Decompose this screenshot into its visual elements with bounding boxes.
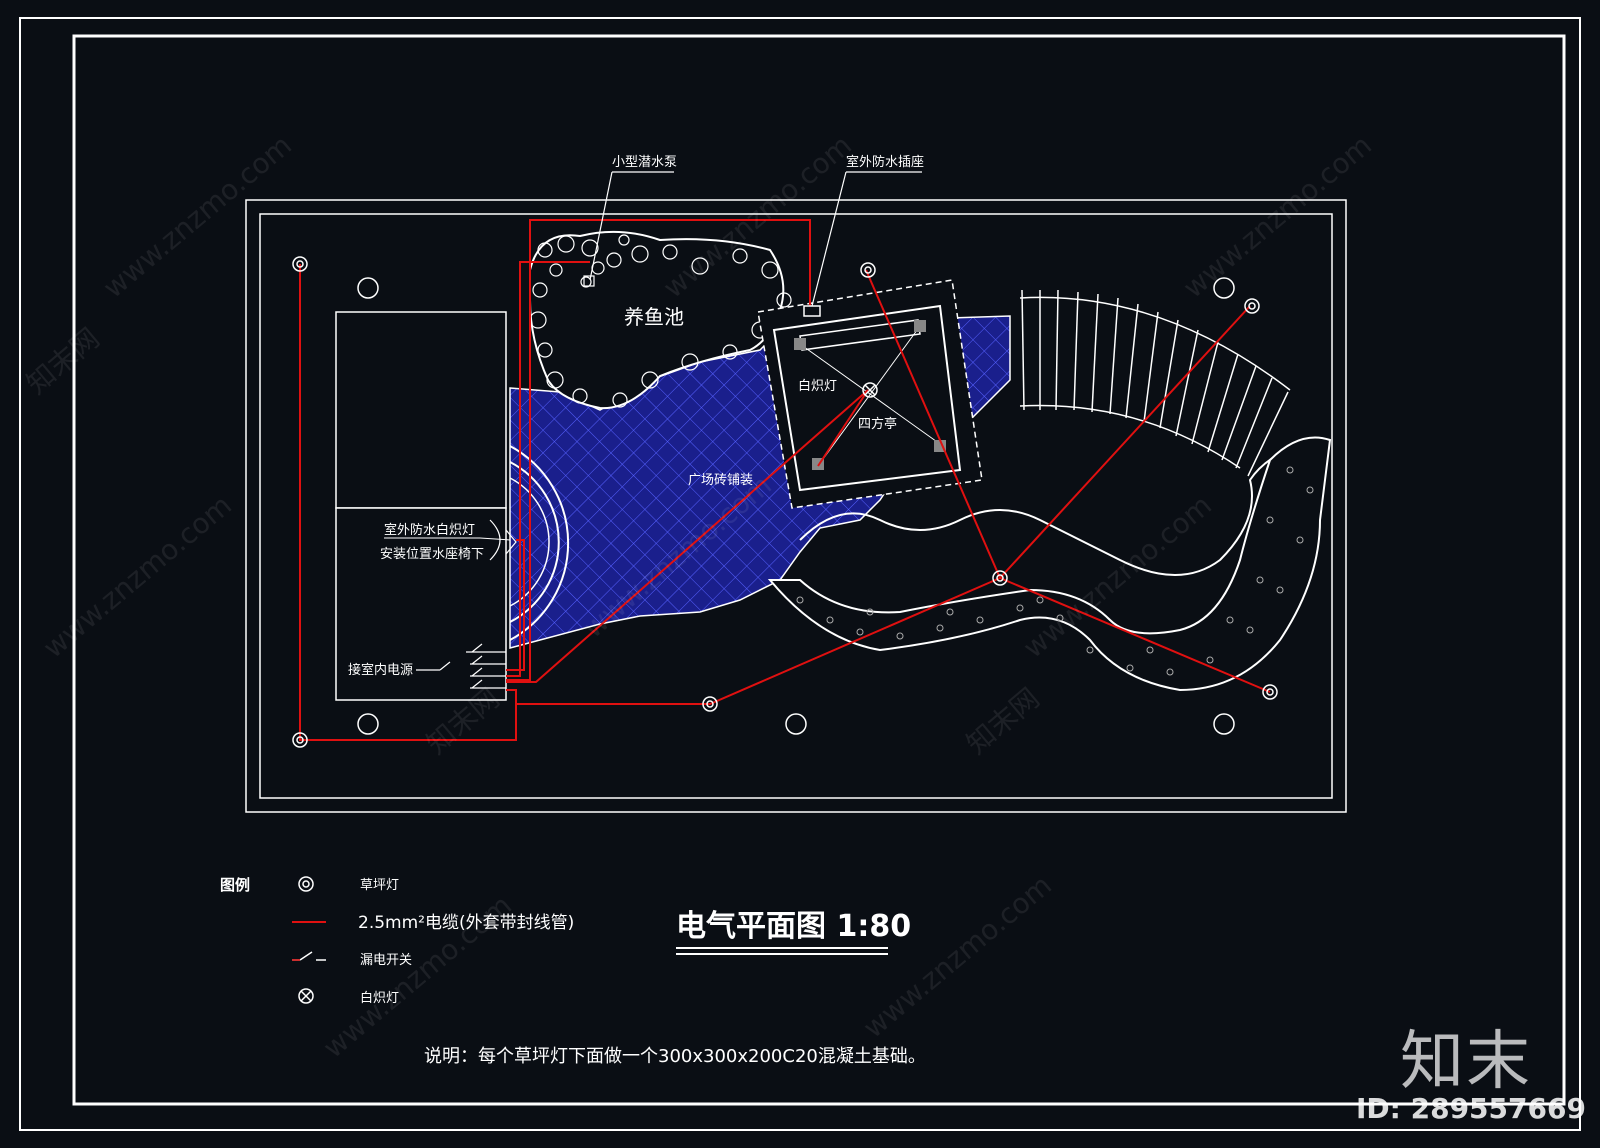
pump-label: 小型潜水泵 — [612, 155, 677, 170]
fish-pond-label: 养鱼池 — [624, 305, 684, 329]
gravel-dots — [796, 466, 1314, 676]
pavilion-column-1 — [794, 338, 806, 350]
plan-border-outer — [245, 199, 1347, 813]
image-id: ID: 289557669 — [1356, 1092, 1586, 1125]
legend-heading: 图例 — [220, 876, 250, 894]
wall-lamp-label-1: 室外防水白炽灯 — [384, 522, 475, 538]
building-upper — [335, 311, 507, 509]
wall-lamp-bracket — [489, 519, 517, 561]
legend-label-incandescent: 白炽灯 — [360, 990, 399, 1006]
lawn-lamp — [292, 256, 308, 272]
plaza-arc-inner — [509, 461, 560, 623]
brand-logo: 知末 — [1400, 1025, 1532, 1099]
lawn-lamp-symbol-icon — [298, 876, 314, 892]
pump-leader — [589, 171, 674, 281]
lawn-lamp — [860, 262, 876, 278]
indoor-power-label: 接室内电源 — [348, 662, 413, 678]
socket-label: 室外防水插座 — [846, 154, 924, 170]
pavilion-diag-b — [817, 325, 921, 467]
outer-frame — [19, 17, 1581, 1131]
note-text: 说明：每个草坪灯下面做一个300x300x200C20混凝土基础。 — [424, 1046, 926, 1067]
legend-label-cable: 2.5mm²电缆(外套带封线管) — [358, 913, 574, 933]
plaza-arc-core — [509, 477, 550, 607]
breaker-switch-symbol-icon — [292, 951, 326, 961]
incandescent-lamp-symbol-icon — [298, 988, 314, 1004]
drawing-title: 电气平面图 1:80 — [676, 909, 911, 944]
pump-symbol — [583, 275, 595, 287]
pond-rocks — [529, 234, 792, 408]
lawn-lamp — [1262, 684, 1278, 700]
lawn-lamps — [292, 256, 1278, 748]
breaker-switch-group — [416, 643, 506, 689]
planting-circles — [357, 277, 1235, 735]
pergola — [1019, 289, 1291, 477]
legend-label-breaker: 漏电开关 — [360, 952, 412, 968]
title-underline — [676, 947, 888, 955]
plan-border-inner — [259, 213, 1333, 799]
lawn-lamp — [992, 570, 1008, 586]
plaza-label: 广场砖铺装 — [688, 473, 753, 488]
wall-lamp-leader — [384, 537, 511, 541]
lawn-edge — [799, 439, 1321, 576]
legend-label-lawn-lamp: 草坪灯 — [360, 878, 399, 893]
lawn-lamp — [1244, 298, 1260, 314]
incandescent-label: 白炽灯 — [798, 378, 837, 394]
socket-leader — [811, 171, 922, 307]
incandescent-lamp — [862, 382, 878, 398]
plaza-arc-outer — [509, 445, 570, 641]
inner-frame — [72, 34, 1566, 1106]
wall-lamp-label-2: 安装位置水座椅下 — [380, 547, 484, 562]
pavilion-label: 四方亭 — [858, 416, 897, 432]
building-lower — [335, 507, 507, 701]
pavilion-column-2 — [914, 320, 926, 332]
cable-network — [299, 219, 1271, 741]
lawn-lamp — [292, 732, 308, 748]
lawn-lamp — [702, 696, 718, 712]
